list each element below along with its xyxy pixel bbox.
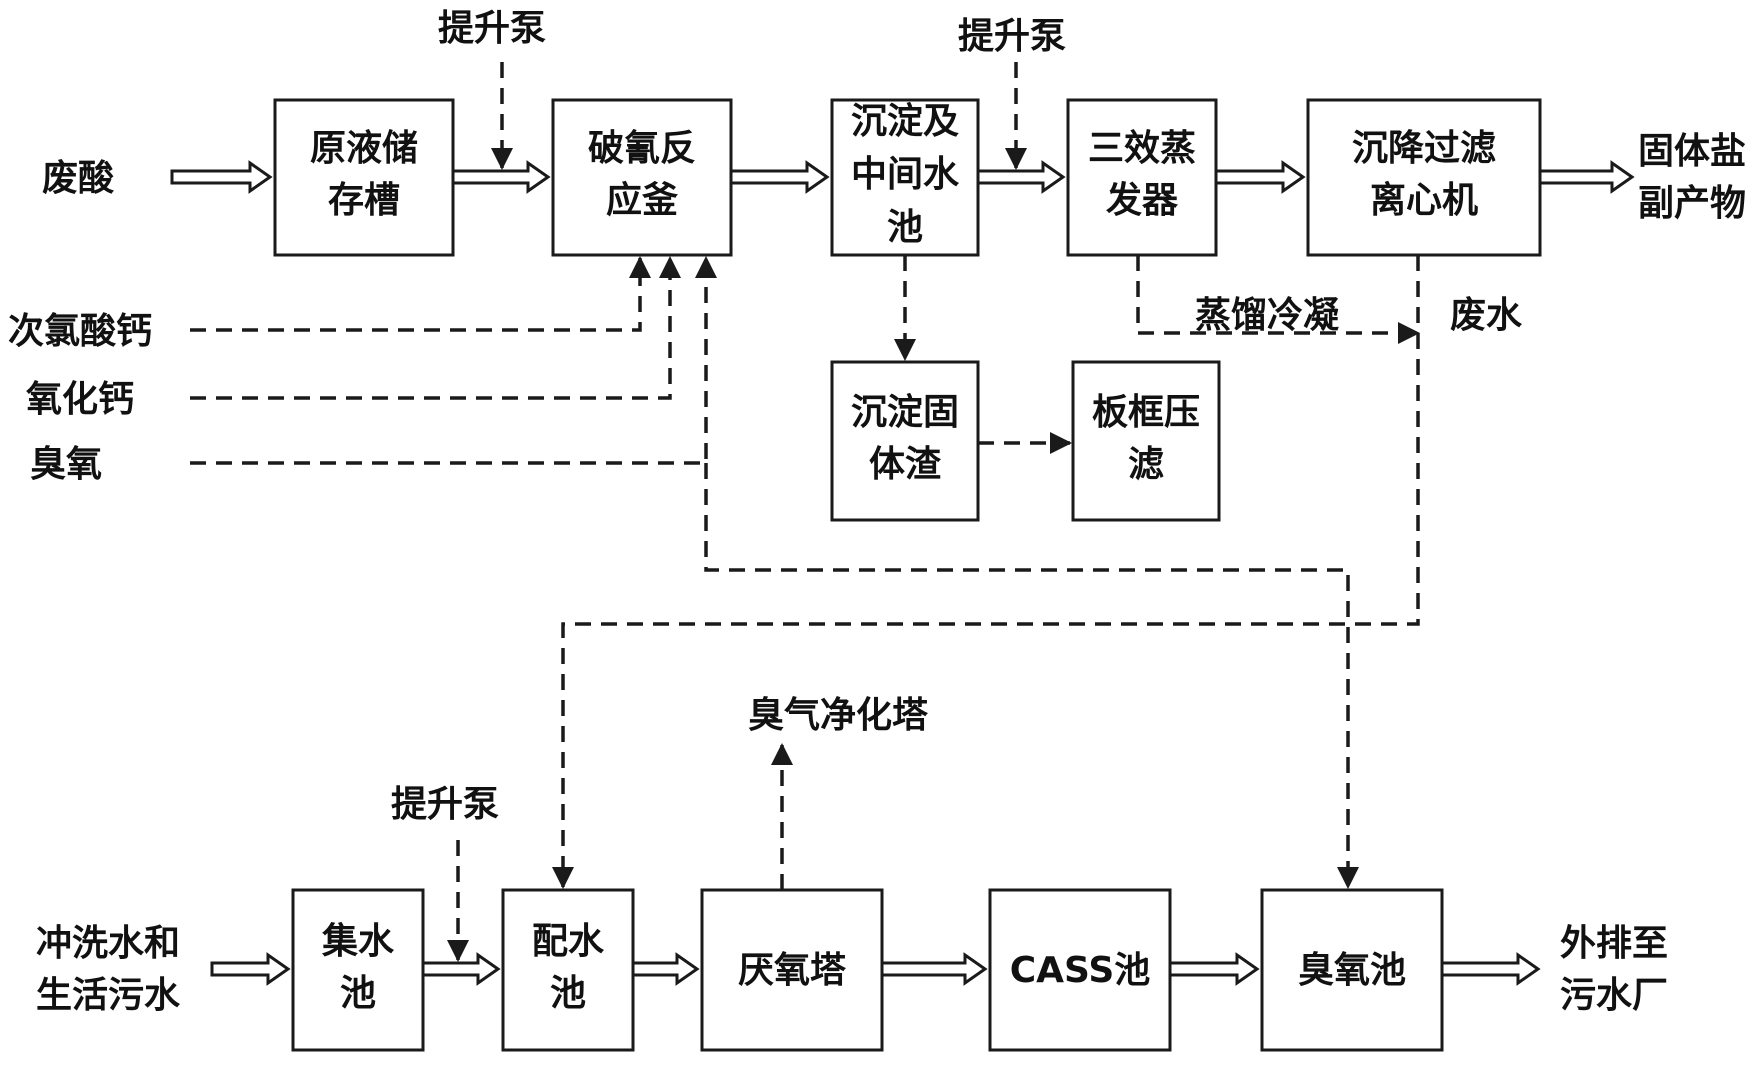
flow-arrow: [210, 952, 291, 986]
discharge-label-line1: 外排至: [1560, 923, 1668, 964]
cyanide-breaking-reactor-box: 破氰反 应釜: [551, 98, 733, 257]
waste-acid-label: 废酸: [42, 158, 114, 199]
mixing-pool-line1: 配水: [532, 921, 605, 962]
raw-storage-tank-line2: 存槽: [328, 180, 400, 221]
sedimentation-line2: 中间水: [851, 154, 960, 195]
filter-press-line1: 板框压: [1092, 392, 1200, 433]
water-collection-pool-box: 集水 池: [291, 888, 425, 1052]
raw-storage-tank-line1: 原液储: [310, 128, 418, 169]
ozone-label: 臭氧: [30, 444, 102, 485]
plate-frame-filter-press-box: 板框压 滤: [1071, 360, 1221, 522]
sedimentation-pool-box: 沉淀及 中间水 池: [830, 98, 980, 257]
water-mixing-pool-box: 配水 池: [501, 888, 635, 1052]
cass-pool-box: CASS池: [988, 888, 1172, 1052]
centrifuge-line1: 沉降过滤: [1352, 128, 1496, 169]
reactor-line1: 破氰反: [588, 128, 696, 169]
ozone-pool-label: 臭氧池: [1298, 950, 1406, 991]
flow-arrow: [631, 952, 700, 986]
calcium-hypochlorite-label: 次氯酸钙: [8, 311, 152, 352]
collection-pool-line2: 池: [340, 973, 376, 1014]
evaporator-line1: 三效蒸: [1088, 128, 1196, 169]
mixing-pool-line2: 池: [550, 973, 586, 1014]
hypochlorite-dashed-line: [190, 256, 651, 332]
anaerobic-tower-box: 厌氧塔: [700, 888, 884, 1052]
residue-line1: 沉淀固: [851, 392, 959, 433]
sedimentation-line1: 沉淀及: [851, 101, 959, 142]
ozone-dashed-line: [190, 256, 717, 465]
flow-arrow: [729, 160, 830, 194]
reactor-to-ozone-pool-dashed-line: [704, 463, 1359, 889]
lift-pump-label-2: 提升泵: [958, 16, 1066, 57]
reactor-line2: 应釜: [606, 180, 678, 221]
triple-effect-evaporator-box: 三效蒸 发器: [1066, 98, 1218, 257]
evaporator-line2: 发器: [1106, 180, 1179, 221]
flow-arrow: [1538, 160, 1635, 194]
main-flow-arrows: [170, 160, 1635, 986]
lift-pump-label-3: 提升泵: [391, 784, 499, 825]
calcium-oxide-label: 氧化钙: [26, 379, 134, 420]
residue-line2: 体渣: [869, 444, 942, 485]
raw-storage-tank-box: 原液储 存槽: [273, 98, 455, 257]
waste-water-label: 废水: [1450, 295, 1523, 336]
settling-filter-centrifuge-box: 沉降过滤 离心机: [1306, 98, 1542, 257]
flow-arrow: [1168, 952, 1260, 986]
flow-arrow: [880, 952, 988, 986]
centrifuge-line2: 离心机: [1370, 180, 1478, 221]
waste-water-to-mixing-pool-dashed-line: [552, 255, 1420, 889]
flow-arrow: [421, 952, 501, 986]
wash-water-label-line1: 冲洗水和: [36, 923, 180, 964]
cass-pool-label: CASS池: [1010, 950, 1151, 991]
lift-pump-label-1: 提升泵: [438, 8, 546, 49]
solid-salt-label-line2: 副产物: [1638, 183, 1746, 224]
anaerobic-tower-label: 厌氧塔: [738, 950, 847, 991]
flow-arrow: [976, 160, 1066, 194]
flow-arrow: [1440, 952, 1541, 986]
discharge-label-line2: 污水厂: [1560, 975, 1668, 1016]
wash-water-label-line2: 生活污水: [36, 975, 181, 1016]
sedimentation-line3: 池: [887, 207, 923, 248]
collection-pool-line1: 集水: [321, 921, 395, 962]
condensate-dashed-arrow: [1136, 255, 1420, 344]
ozone-pool-box: 臭氧池: [1260, 888, 1444, 1052]
sediment-solid-residue-box: 沉淀固 体渣: [830, 360, 980, 522]
distillation-condensation-label: 蒸馏冷凝: [1195, 295, 1339, 336]
solid-salt-label-line1: 固体盐: [1638, 131, 1746, 172]
calcium-oxide-dashed-line: [190, 256, 681, 400]
filter-press-line2: 滤: [1128, 444, 1164, 485]
odor-purification-tower-label: 臭气净化塔: [748, 695, 929, 736]
flow-arrow: [1214, 160, 1306, 194]
dashed-flow-lines: [190, 62, 1420, 962]
flow-arrow: [170, 160, 273, 194]
flow-arrow: [451, 160, 551, 194]
